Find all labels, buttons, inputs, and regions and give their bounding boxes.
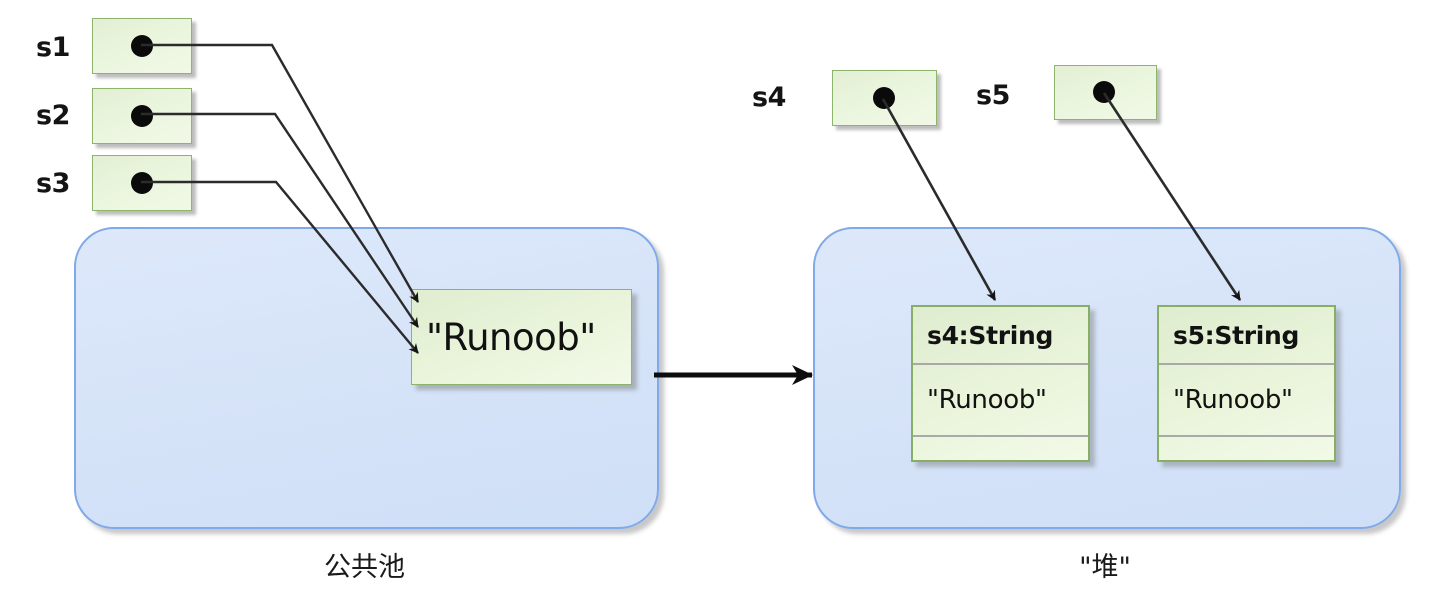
reference-dot-icon [131, 172, 153, 194]
heap-object-s4-title: s4:String [913, 307, 1088, 365]
variable-label-s4: s4 [752, 82, 786, 113]
heap-object-s4[interactable]: s4:String "Runoob" [911, 305, 1090, 462]
reference-dot-icon [873, 87, 895, 109]
heap-object-s4-extra [913, 437, 1088, 460]
reference-box-s3[interactable] [92, 155, 192, 211]
reference-dot-icon [131, 35, 153, 57]
reference-box-s1[interactable] [92, 18, 192, 74]
heap-object-s4-value: "Runoob" [913, 365, 1088, 437]
heap-object-s5-value: "Runoob" [1159, 365, 1334, 437]
pool-string-literal-text: "Runoob" [426, 315, 596, 359]
variable-label-s3: s3 [36, 168, 70, 199]
variable-label-s2: s2 [36, 100, 70, 131]
public-pool-caption: 公共池 [324, 552, 405, 583]
reference-dot-icon [1093, 81, 1115, 103]
heap-object-s5[interactable]: s5:String "Runoob" [1157, 305, 1336, 462]
heap-object-s5-title: s5:String [1159, 307, 1334, 365]
reference-box-s4[interactable] [832, 70, 937, 126]
reference-box-s2[interactable] [92, 88, 192, 144]
pool-string-literal-box[interactable]: "Runoob" [411, 289, 632, 385]
variable-label-s5: s5 [976, 80, 1010, 111]
heap-caption: "堆" [1079, 552, 1131, 583]
reference-dot-icon [131, 105, 153, 127]
variable-label-s1: s1 [36, 32, 70, 63]
heap-object-s5-extra [1159, 437, 1334, 460]
reference-box-s5[interactable] [1054, 65, 1157, 120]
